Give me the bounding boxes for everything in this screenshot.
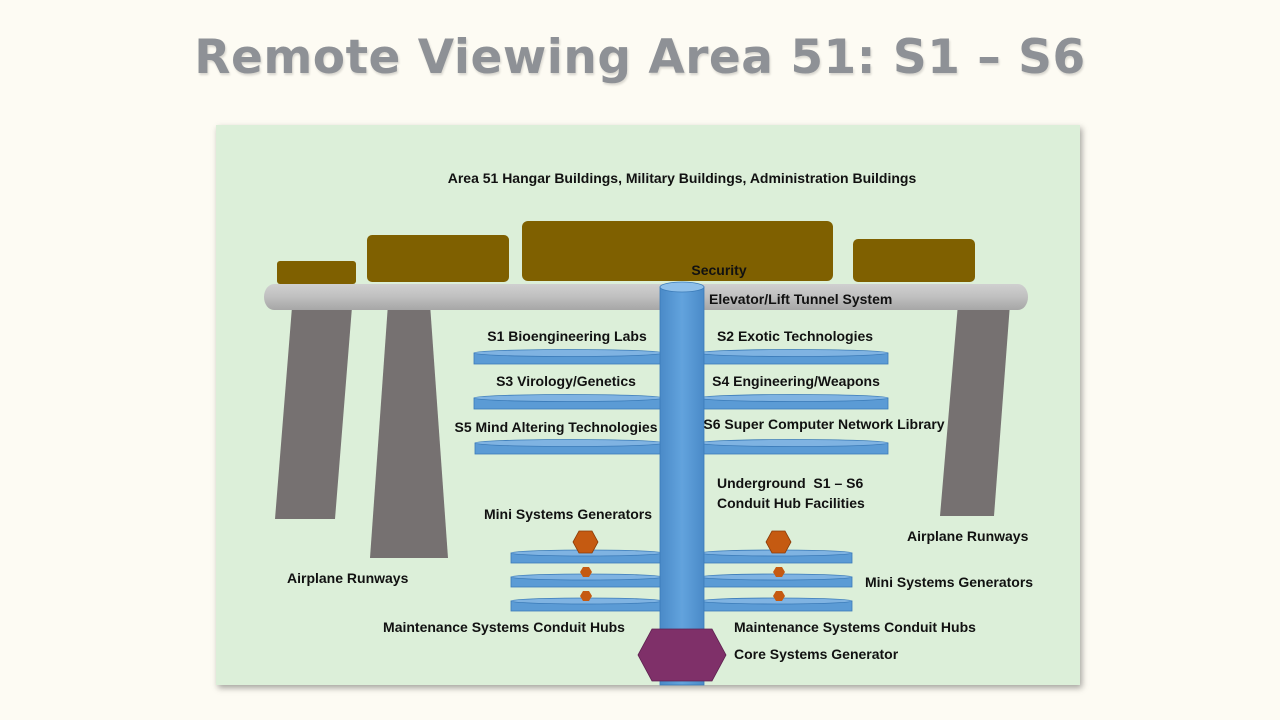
mini-generator-right-small-2 [773,591,785,601]
disk-s6 [698,439,889,455]
disk-s1 [473,349,664,365]
label-runways-left: Airplane Runways [287,570,409,586]
core-generator [637,628,727,682]
disk-s5 [474,439,665,455]
building-right [853,239,975,282]
label-s4: S4 Engineering/Weapons [712,373,880,389]
label-s2: S2 Exotic Technologies [717,328,873,344]
label-runways-right: Airplane Runways [907,528,1029,544]
label-mini-generators-right: Mini Systems Generators [865,574,1033,590]
disk-s3 [473,394,664,410]
building-main [522,221,833,281]
page-title: Remote Viewing Area 51: S1 – S6 [194,30,1086,85]
label-underground-line1: Underground S1 – S6 [717,475,863,491]
disk-s2 [698,349,889,365]
label-underground-line2: Conduit Hub Facilities [717,495,865,511]
runway-left-outer [275,307,352,519]
mini-generator-right-large [765,530,792,554]
mini-generator-left-small-2 [580,591,592,601]
building-small [277,261,356,284]
label-top-buildings: Area 51 Hangar Buildings, Military Build… [448,170,917,186]
label-security: Security [691,262,746,278]
mini-generator-left-small-1 [580,567,592,577]
building-hangar-left [367,235,509,282]
runway-left-inner [370,304,448,558]
label-elevator: Elevator/Lift Tunnel System [709,291,892,307]
mini-generator-right-small-1 [773,567,785,577]
surface-platform [264,284,1028,310]
label-s3: S3 Virology/Genetics [496,373,636,389]
mini-generator-left-large [572,530,599,554]
label-s1: S1 Bioengineering Labs [487,328,647,344]
label-maintenance-right: Maintenance Systems Conduit Hubs [734,619,976,635]
label-mini-generators-left: Mini Systems Generators [484,506,652,522]
upper-disks [473,349,889,455]
label-maintenance-left: Maintenance Systems Conduit Hubs [383,619,625,635]
runway-right [940,304,1010,516]
label-core-generator: Core Systems Generator [734,646,899,662]
label-s5: S5 Mind Altering Technologies [454,419,657,435]
elevator-tube [659,281,705,686]
label-s6: S6 Super Computer Network Library [703,416,944,432]
disk-s4 [698,394,889,410]
